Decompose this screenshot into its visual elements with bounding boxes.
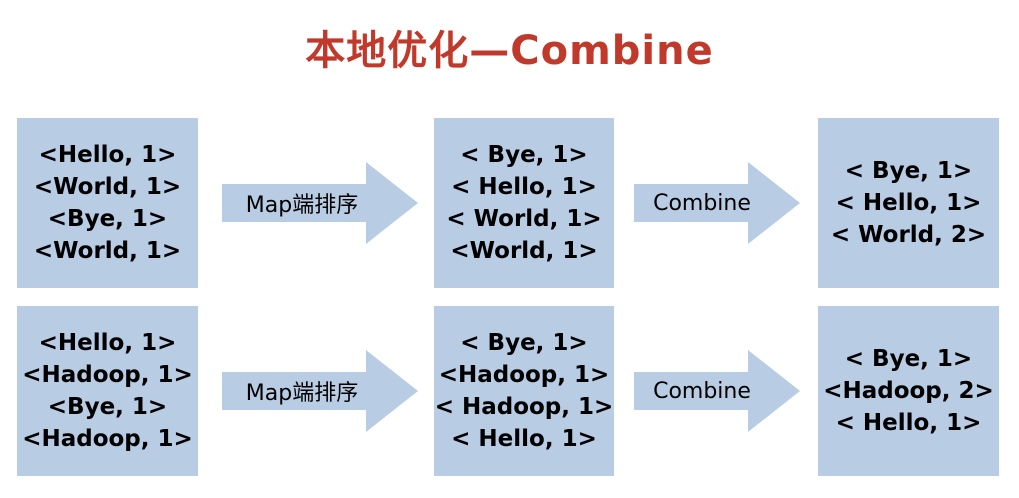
arrow-shape [222, 162, 418, 244]
row1-input-box: <Hello, 1> <World, 1> <Bye, 1> <World, 1… [17, 118, 198, 288]
row1-sorted-line-4: <World, 1> [450, 238, 598, 264]
arrow-shape [634, 350, 800, 432]
row1-input-line-2: <World, 1> [33, 174, 182, 200]
arrow-shape [222, 350, 418, 432]
row2-sorted-line-1: < Bye, 1> [460, 330, 588, 356]
row1-combined-line-3: < World, 2> [830, 222, 987, 248]
row2-sorted-line-2: <Hadoop, 1> [438, 362, 610, 388]
row1-input-line-3: <Bye, 1> [47, 206, 168, 232]
row2-input-line-1: <Hello, 1> [38, 330, 177, 356]
row1-input-line-1: <Hello, 1> [38, 142, 177, 168]
row2-map-sort-arrow: Map端排序 [222, 350, 418, 432]
row1-map-sort-arrow: Map端排序 [222, 162, 418, 244]
diagram-title: 本地优化—Combine [305, 28, 714, 74]
row2-input-line-2: <Hadoop, 1> [22, 362, 193, 388]
row2-sorted-line-4: < Hello, 1> [451, 426, 597, 452]
row1-combine-label: Combine [653, 190, 751, 216]
row2-combine-label: Combine [653, 378, 751, 404]
row1-sorted-line-3: < World, 1> [446, 206, 602, 232]
row1-input-line-4: <World, 1> [33, 238, 182, 264]
row2-sorted-line-3: < Hadoop, 1> [434, 394, 614, 420]
row2-combined-line-1: < Bye, 1> [844, 346, 973, 372]
row2-combine-arrow: Combine [634, 350, 830, 432]
row1-map-sort-label: Map端排序 [245, 193, 359, 218]
row1-combined-box: < Bye, 1> < Hello, 1> < World, 2> [818, 118, 999, 288]
row2-combined-line-2: <Hadoop, 2> [823, 378, 994, 404]
row2-combined-line-3: < Hello, 1> [835, 410, 982, 436]
row1-combine-arrow: Combine [634, 162, 830, 244]
row2-input-line-3: <Bye, 1> [47, 394, 168, 420]
row2-combined-box: < Bye, 1> <Hadoop, 2> < Hello, 1> [818, 306, 999, 476]
row1-combined-line-2: < Hello, 1> [835, 190, 982, 216]
row2-input-line-4: <Hadoop, 1> [22, 426, 193, 452]
row2-sorted-box: < Bye, 1> <Hadoop, 1> < Hadoop, 1> < Hel… [434, 306, 614, 476]
row1-sorted-line-1: < Bye, 1> [460, 142, 588, 168]
row1-sorted-line-2: < Hello, 1> [451, 174, 597, 200]
row1-sorted-box: < Bye, 1> < Hello, 1> < World, 1> <World… [434, 118, 614, 288]
row1-combined-line-1: < Bye, 1> [844, 158, 973, 184]
row2-input-box: <Hello, 1> <Hadoop, 1> <Bye, 1> <Hadoop,… [17, 306, 198, 476]
row2-map-sort-label: Map端排序 [245, 381, 359, 406]
arrow-shape [634, 162, 800, 244]
